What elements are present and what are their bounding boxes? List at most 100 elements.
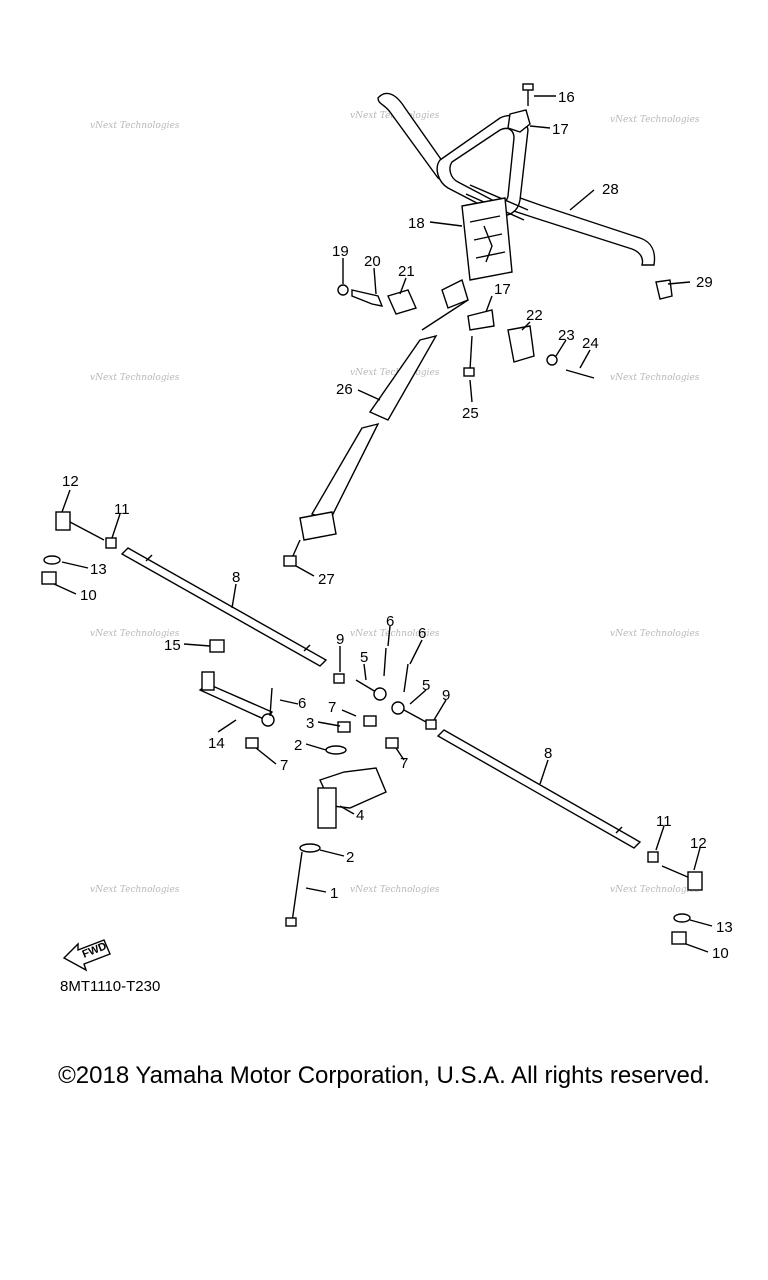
washer-right	[673, 913, 691, 923]
watermark: vNext Technologies	[350, 885, 440, 895]
nut-9	[333, 673, 345, 684]
watermark: vNext Technologies	[90, 629, 180, 639]
ball-joint-5	[391, 701, 427, 723]
callout-25: 25	[462, 405, 479, 422]
washer-upper	[325, 745, 347, 755]
callout-11: 11	[114, 501, 130, 518]
callout-14: 14	[208, 735, 225, 752]
callout-5: 5	[422, 677, 430, 694]
watermark: vNext Technologies	[350, 629, 440, 639]
callout-16: 16	[558, 89, 575, 106]
jam-nut-left	[105, 537, 117, 549]
callout-6: 6	[298, 695, 306, 712]
callout-13: 13	[90, 561, 107, 578]
nut-23	[546, 354, 558, 366]
handlebar-end-cap	[655, 279, 673, 300]
callout-27: 27	[318, 571, 335, 588]
link-20	[351, 289, 384, 307]
diagram-code: 8MT1110-T230	[60, 978, 161, 995]
callout-7: 7	[280, 757, 288, 774]
callout-6: 6	[418, 625, 426, 642]
steering-parts-diagram: vNext Technologies vNext Technologies vN…	[41, 83, 733, 972]
upper-clamp	[507, 109, 531, 133]
watermark: vNext Technologies	[610, 629, 700, 639]
holder-bolt	[463, 335, 475, 377]
callout-8: 8	[544, 745, 552, 762]
callout-5: 5	[360, 649, 368, 666]
callout-23: 23	[558, 327, 575, 344]
watermark: vNext Technologies	[90, 121, 180, 131]
handlebar-holder	[461, 197, 513, 281]
callout-1: 1	[330, 885, 338, 902]
callout-labels: 16 17 28 18 29 19 20 21 17 22 23 24 25 2…	[62, 89, 733, 962]
callout-3: 3	[306, 715, 314, 732]
callout-10: 10	[712, 945, 729, 962]
callout-12: 12	[690, 835, 707, 852]
nut-7	[385, 737, 399, 749]
callout-15: 15	[164, 637, 181, 654]
fwd-arrow-icon: FWD	[62, 939, 111, 972]
callout-18: 18	[408, 215, 425, 232]
callout-7: 7	[400, 755, 408, 772]
watermark: vNext Technologies	[90, 373, 180, 383]
watermark: vNext Technologies	[350, 368, 440, 378]
callout-17: 17	[494, 281, 511, 298]
rod-end-right	[661, 865, 703, 891]
nut-right	[671, 931, 687, 945]
watermark: vNext Technologies	[610, 373, 700, 383]
lower-clamp	[467, 309, 495, 331]
callout-10: 10	[80, 587, 97, 604]
relay-rod	[198, 671, 275, 727]
callout-2: 2	[294, 737, 302, 754]
rod-end-left	[55, 511, 105, 541]
nut-left	[41, 571, 57, 585]
watermark: vNext Technologies	[90, 885, 180, 895]
watermark: vNext Technologies	[610, 885, 700, 895]
callout-7: 7	[328, 699, 336, 716]
tie-rod-left	[120, 547, 328, 667]
nut-3	[337, 721, 351, 733]
callout-17: 17	[552, 121, 569, 138]
bolt-24	[565, 369, 595, 379]
clamp-bolt	[522, 83, 534, 106]
callout-19: 19	[332, 243, 349, 260]
bolt-6	[269, 687, 273, 717]
washer-left	[43, 555, 61, 565]
tie-rod-right	[436, 729, 642, 849]
steering-column	[299, 279, 469, 541]
callout-20: 20	[364, 253, 381, 270]
copyright-notice: ©2018 Yamaha Motor Corporation, U.S.A. A…	[58, 1062, 710, 1089]
leader-lines	[53, 95, 713, 953]
column-nut	[283, 539, 301, 567]
callout-26: 26	[336, 381, 353, 398]
bolt-6	[403, 663, 409, 693]
callout-9: 9	[336, 631, 344, 648]
callout-13: 13	[716, 919, 733, 936]
callout-2: 2	[346, 849, 354, 866]
callout-4: 4	[356, 807, 364, 824]
nut-7	[363, 715, 377, 727]
jam-nut-right	[647, 851, 659, 863]
callout-8: 8	[232, 569, 240, 586]
bolt-6	[383, 647, 387, 677]
watermark: vNext Technologies	[610, 115, 700, 125]
ball-joint-5	[355, 679, 387, 701]
callout-12: 12	[62, 473, 79, 490]
callout-28: 28	[602, 181, 619, 198]
bracket-22	[507, 325, 535, 363]
callout-29: 29	[696, 274, 713, 291]
callout-6: 6	[386, 613, 394, 630]
nut-9	[425, 719, 437, 730]
relay-nut	[209, 639, 225, 653]
pivot-bolt	[285, 851, 303, 927]
callout-9: 9	[442, 687, 450, 704]
callout-21: 21	[398, 263, 415, 280]
bracket-21	[387, 289, 417, 315]
handlebar	[377, 92, 656, 266]
steering-arm	[317, 767, 387, 829]
nut-7	[245, 737, 259, 749]
nut-19	[337, 284, 349, 296]
callout-11: 11	[656, 813, 672, 830]
callout-24: 24	[582, 335, 599, 352]
callout-22: 22	[526, 307, 543, 324]
